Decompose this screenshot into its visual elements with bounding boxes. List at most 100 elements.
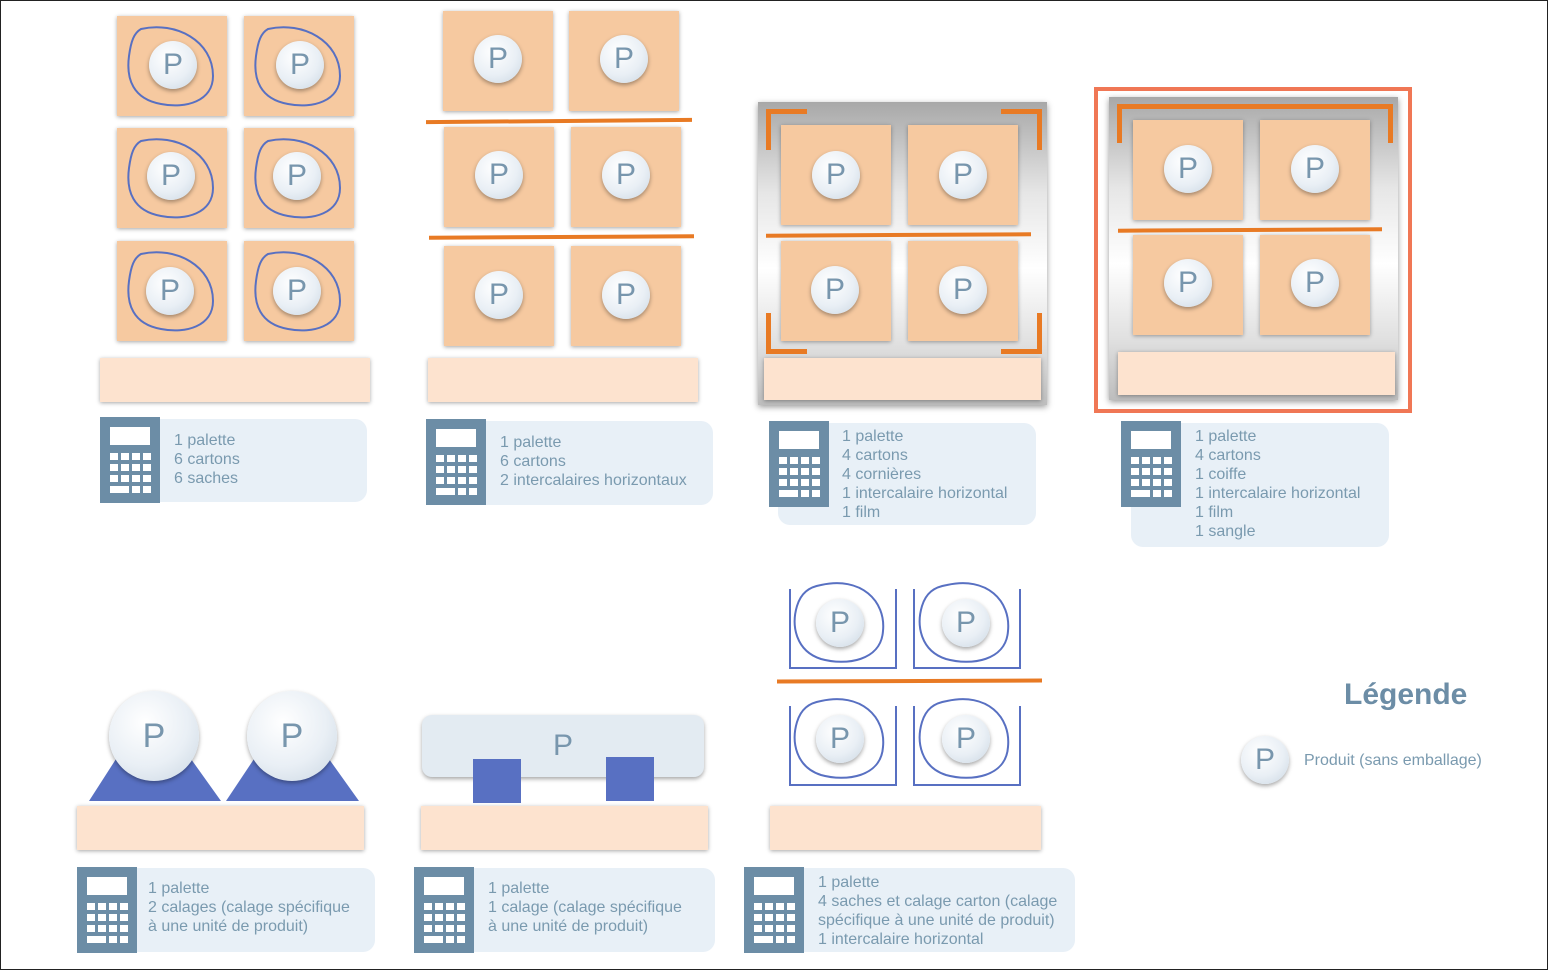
product-p-icon: P: [939, 266, 987, 314]
calculator-key: [424, 914, 432, 921]
pallet: [100, 358, 370, 402]
list-item: 1 palette: [174, 432, 236, 449]
calculator-key: [121, 464, 129, 471]
list-item: 1 intercalaire horizontal: [842, 485, 1008, 502]
calculator-key: [787, 936, 795, 943]
calculator-key: [801, 468, 809, 475]
calculator-screen: [779, 431, 819, 449]
calculator-key: [1164, 468, 1172, 475]
calculator-key: [776, 914, 784, 921]
calculator-screen: [424, 877, 464, 895]
calculator-key: [779, 479, 787, 486]
calculator-key: [424, 903, 432, 910]
list-item: 1 palette: [842, 428, 904, 445]
calculator-key: [812, 479, 820, 486]
calculator-key: [447, 455, 455, 462]
calculator-icon: [77, 867, 137, 953]
calculator-key: [754, 914, 762, 921]
calculator-key: [143, 475, 151, 482]
component-list: 1 palette 4 saches et calage carton (cal…: [753, 868, 1075, 952]
calculator-key: [801, 490, 809, 497]
calculator-key: [446, 914, 454, 921]
calculator-key: [109, 914, 117, 921]
calculator-key: [776, 936, 784, 943]
calculator-key: [87, 914, 95, 921]
coiffe: [1117, 104, 1393, 143]
product-p-icon: P: [149, 41, 197, 89]
calculator-key: [446, 903, 454, 910]
product-p-icon: P: [816, 715, 864, 763]
calculator-key: [424, 925, 432, 932]
calculator-key: [110, 486, 129, 493]
calculator-key: [469, 466, 477, 473]
list-item: à une unité de produit): [148, 918, 309, 935]
calculator-key: [98, 914, 106, 921]
list-item: 1 calage (calage spécifique: [488, 899, 682, 916]
product-p-icon: P: [816, 599, 864, 647]
calculator-key: [1131, 457, 1139, 464]
pallet: [421, 806, 708, 850]
calculator-key: [98, 925, 106, 932]
list-item: 6 saches: [174, 470, 239, 487]
calculator-key: [447, 466, 455, 473]
calculator-screen: [436, 429, 476, 447]
product-p-icon: P: [600, 35, 648, 83]
calculator-key: [1164, 479, 1172, 486]
calculator-key: [790, 457, 798, 464]
calculator-screen: [754, 877, 794, 895]
calculator-screen: [87, 877, 127, 895]
calculator-key: [754, 925, 762, 932]
calculator-key: [458, 466, 466, 473]
sachet-and-calage-outlines: [789, 582, 1021, 786]
list-item: 1 palette: [488, 880, 550, 897]
calculator-key: [87, 925, 95, 932]
pallet: [770, 806, 1041, 850]
calculator-screen: [110, 427, 150, 445]
pallet: [428, 358, 698, 402]
list-item: 4 saches et calage carton (calage: [818, 893, 1058, 910]
list-item: 1 intercalaire horizontal: [1195, 485, 1361, 502]
calculator-icon: [769, 421, 829, 507]
calculator-key: [109, 936, 117, 943]
corniere: [766, 109, 807, 150]
calculator-key: [435, 925, 443, 932]
calculator-key: [120, 914, 128, 921]
calculator-key: [447, 477, 455, 484]
calculator-key: [765, 903, 773, 910]
calculator-key: [120, 925, 128, 932]
calculator-key: [120, 936, 128, 943]
list-item: 2 calages (calage spécifique: [148, 899, 350, 916]
list-item: 1 intercalaire horizontal: [818, 931, 984, 948]
product-p-icon: P: [942, 715, 990, 763]
list-item: 1 sangle: [1195, 523, 1256, 540]
calculator-key: [87, 903, 95, 910]
calculator-key: [1142, 468, 1150, 475]
list-item: 2 intercalaires horizontaux: [500, 472, 687, 489]
calculator-key: [469, 477, 477, 484]
calculator-key: [109, 903, 117, 910]
calculator-key: [1153, 490, 1161, 497]
calculator-key: [1153, 468, 1161, 475]
product-p-icon: P: [1291, 145, 1339, 193]
calculator-key: [109, 925, 117, 932]
calculator-key: [110, 464, 118, 471]
list-item: à une unité de produit): [488, 918, 649, 935]
list-item: 1 coiffe: [1195, 466, 1247, 483]
calculator-screen: [1131, 431, 1171, 449]
calculator-icon: [100, 417, 160, 503]
calculator-key: [457, 936, 465, 943]
calculator-key: [457, 903, 465, 910]
highlight-frame: [1094, 87, 1412, 413]
product-p-icon: P: [942, 599, 990, 647]
product-p-icon: P: [273, 267, 321, 315]
product-p-icon: P: [146, 267, 194, 315]
calculator-key: [121, 475, 129, 482]
calculator-key: [1131, 468, 1139, 475]
calculator-key: [812, 468, 820, 475]
calculator-key: [132, 464, 140, 471]
calculator-key: [436, 477, 444, 484]
product-p-icon: P: [602, 271, 650, 319]
calculator-key: [435, 914, 443, 921]
calculator-key: [436, 455, 444, 462]
corniere: [766, 313, 807, 354]
